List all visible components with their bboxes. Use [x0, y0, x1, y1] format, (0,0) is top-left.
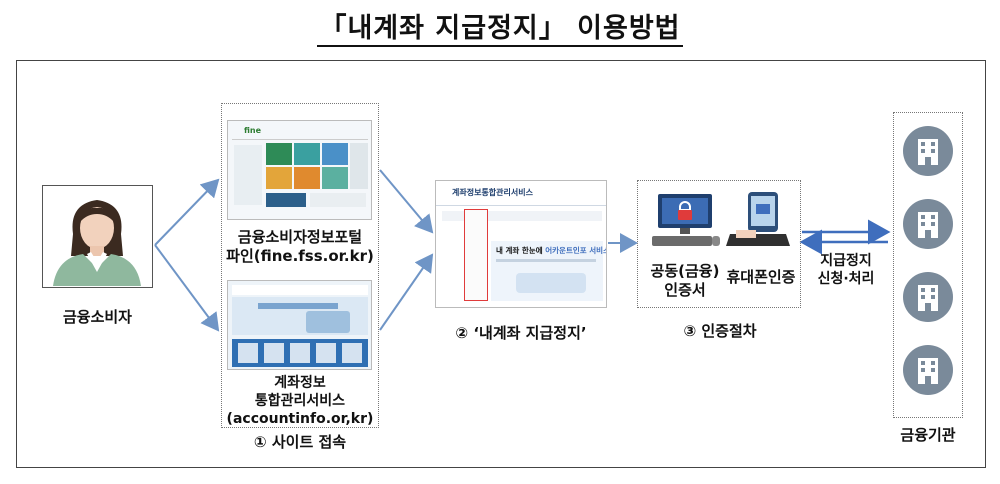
auth-group-box [637, 180, 801, 308]
institution-group-box [893, 112, 963, 418]
institution-icon-3 [902, 271, 954, 327]
page-title: 「내계좌 지급정지」 이용방법 [0, 6, 1000, 47]
accountinfo-site-label: 계좌정보 통합관리서비스 (accountinfo.or,kr) [226, 375, 374, 427]
person-icon [43, 186, 151, 286]
process-label: 지급정지 신청·처리 [817, 253, 875, 287]
accountinfo-site-screenshot [227, 280, 372, 370]
fine-logo: fine [244, 126, 262, 135]
arrow-account-to-service [379, 253, 434, 331]
menu-highlight [464, 209, 488, 301]
institution-label: 금융기관 [900, 426, 956, 444]
arrow-consumer-to-fine [154, 178, 220, 246]
consumer-avatar [42, 185, 153, 288]
site-group-box [221, 103, 379, 428]
consumer-label: 금융소비자 [62, 308, 132, 326]
diagram-frame [16, 60, 986, 468]
institution-icon-4 [902, 344, 954, 400]
fine-site-screenshot: fine [227, 120, 372, 220]
step1-label: ① 사이트 접속 [253, 433, 347, 451]
phone-auth-label: 휴대폰인증 [726, 268, 796, 286]
arrow-fine-to-service [379, 169, 434, 234]
fine-site-label: 금융소비자정보포털 파인(fine.fss.or.kr) [226, 228, 374, 265]
institution-icon-1 [902, 125, 954, 181]
step3-label: ③ 인증절차 [683, 322, 757, 340]
institution-icon-2 [902, 198, 954, 254]
arrow-consumer-to-account [154, 244, 220, 332]
cert-label: 공동(금융) 인증서 [650, 262, 720, 299]
computer-lock-icon [650, 190, 722, 256]
service-header: 계좌정보통합관리서비스 [452, 188, 533, 197]
service-screenshot: 계좌정보통합관리서비스 내 계좌 한눈에 어카운트인포 서비스 [435, 180, 607, 308]
phone-auth-icon [726, 190, 792, 256]
step2-label: ② ‘내계좌 지급정지’ [455, 324, 587, 342]
